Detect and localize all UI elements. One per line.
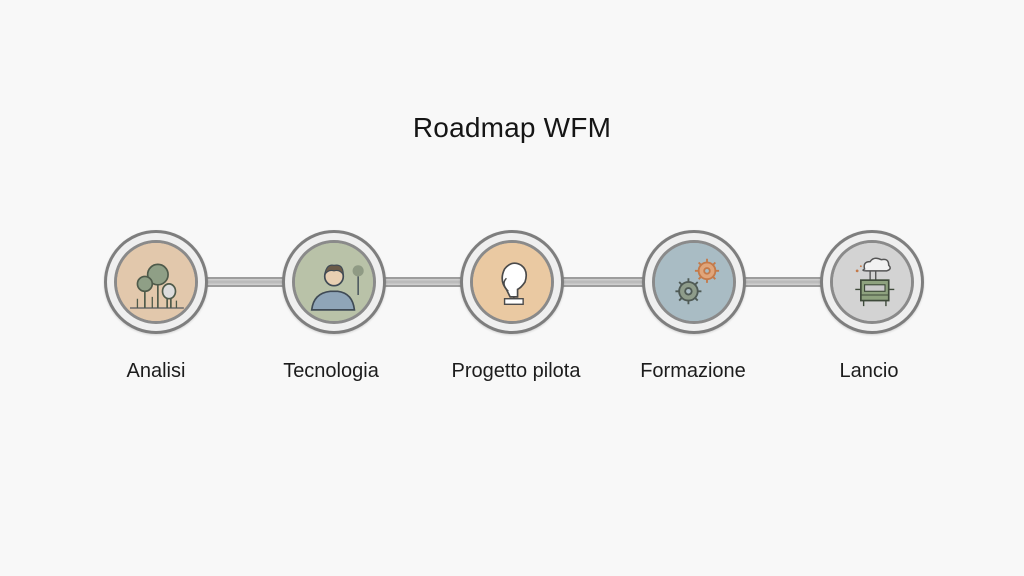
gears-icon xyxy=(655,243,733,321)
person-icon xyxy=(295,243,373,321)
step-progetto-pilota xyxy=(460,230,564,334)
head-silhouette-icon xyxy=(473,243,551,321)
step-label-progetto-pilota: Progetto pilota xyxy=(451,360,581,382)
step-lancio xyxy=(820,230,924,334)
step-progetto-pilota-inner xyxy=(470,240,554,324)
step-label-analisi: Analisi xyxy=(126,360,186,382)
connector-3-4 xyxy=(562,277,646,287)
connector-2-3 xyxy=(384,277,464,287)
step-tecnologia xyxy=(282,230,386,334)
connector-4-5 xyxy=(744,277,824,287)
step-tecnologia-inner xyxy=(292,240,376,324)
step-label-lancio: Lancio xyxy=(839,360,899,382)
connector-1-2 xyxy=(206,277,284,287)
step-label-formazione: Formazione xyxy=(640,360,746,382)
step-label-tecnologia: Tecnologia xyxy=(283,360,379,382)
step-formazione xyxy=(642,230,746,334)
machine-cloud-icon xyxy=(833,243,911,321)
step-formazione-inner xyxy=(652,240,736,324)
step-lancio-inner xyxy=(830,240,914,324)
step-analisi xyxy=(104,230,208,334)
trees-icon xyxy=(117,243,195,321)
step-analisi-inner xyxy=(114,240,198,324)
diagram-title: Roadmap WFM xyxy=(412,112,612,143)
